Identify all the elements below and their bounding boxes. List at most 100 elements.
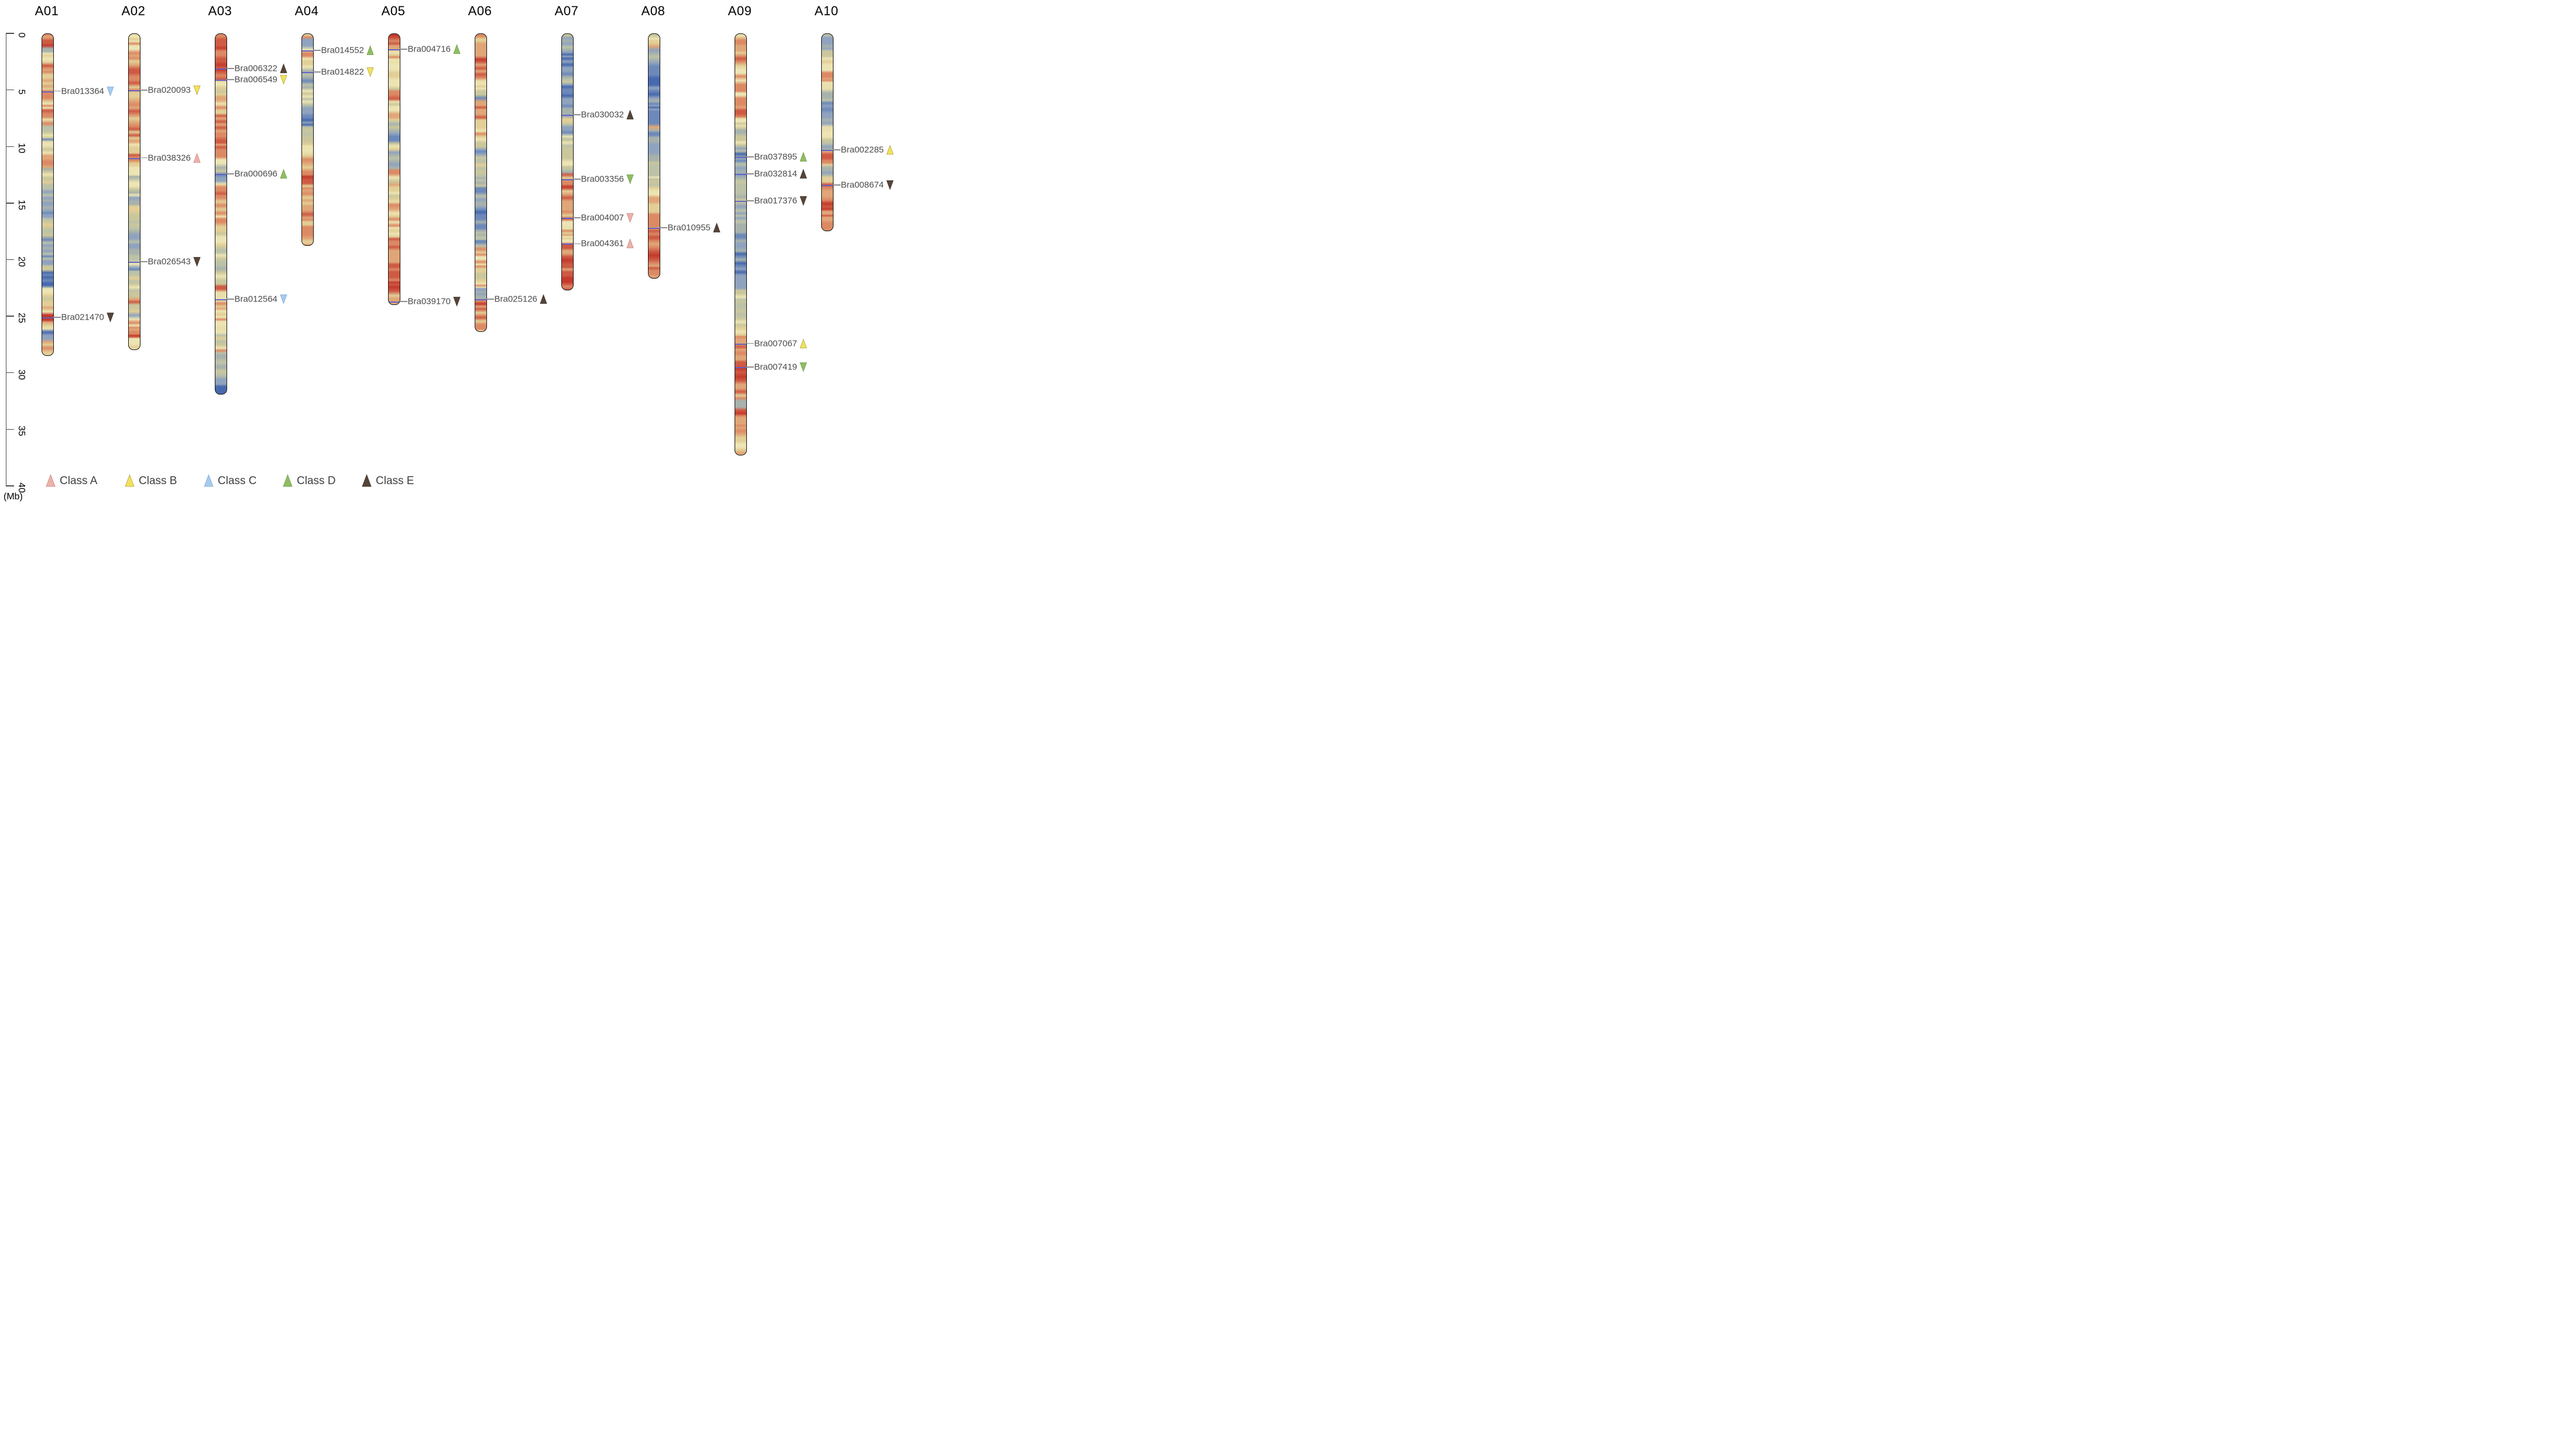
- marker-line-Bra014552: [301, 50, 313, 52]
- chromosome-header-A01: A01: [35, 4, 59, 18]
- gene-name-Bra007067: Bra007067: [754, 338, 797, 348]
- gene-name-Bra004361: Bra004361: [581, 238, 624, 249]
- class-A-up-triangle-icon: [193, 153, 201, 163]
- chromosome-header-A07: A07: [554, 4, 579, 18]
- chromosome-header-A06: A06: [468, 4, 492, 18]
- marker-line-Bra017376: [735, 201, 746, 202]
- gene-name-Bra032814: Bra032814: [754, 169, 797, 179]
- chromosome-header-A05: A05: [381, 4, 406, 18]
- marker-connector-Bra002285: [833, 149, 841, 150]
- gene-name-Bra038326: Bra038326: [148, 153, 191, 163]
- legend-class-C-triangle-icon: [204, 474, 214, 487]
- gene-label-Bra002285: Bra002285: [841, 145, 894, 155]
- legend-item-class-B: Class B: [125, 474, 177, 487]
- gene-label-Bra020093: Bra020093: [148, 85, 201, 95]
- chromosome-bar-A02: [128, 33, 140, 351]
- marker-connector-Bra007419: [746, 366, 754, 368]
- gene-label-Bra008674: Bra008674: [841, 180, 894, 190]
- axis-tick-label-15: 15: [16, 199, 26, 210]
- marker-line-Bra008674: [821, 184, 833, 186]
- marker-connector-Bra010955: [660, 227, 667, 229]
- class-D-down-triangle-icon: [800, 362, 807, 372]
- class-E-up-triangle-icon: [713, 222, 721, 233]
- marker-connector-Bra014822: [313, 71, 321, 73]
- axis-unit-label: (Mb): [4, 492, 23, 502]
- marker-line-Bra013364: [42, 91, 53, 92]
- gene-label-Bra017376: Bra017376: [754, 196, 807, 206]
- class-A-up-triangle-icon: [626, 238, 634, 249]
- marker-line-Bra014822: [301, 71, 313, 73]
- legend-class-D-triangle-icon: [283, 474, 293, 487]
- class-D-up-triangle-icon: [280, 169, 287, 179]
- gene-name-Bra030032: Bra030032: [581, 109, 624, 120]
- class-D-up-triangle-icon: [453, 44, 461, 54]
- chromosome-header-A09: A09: [728, 4, 752, 18]
- legend-class-E-triangle-icon: [362, 474, 372, 487]
- gene-label-Bra012564: Bra012564: [235, 294, 287, 304]
- marker-line-Bra004716: [388, 49, 400, 51]
- class-D-up-triangle-icon: [366, 45, 374, 55]
- gene-name-Bra037895: Bra037895: [754, 152, 797, 162]
- gene-name-Bra020093: Bra020093: [148, 85, 191, 95]
- gene-label-Bra013364: Bra013364: [61, 86, 114, 97]
- gene-name-Bra025126: Bra025126: [494, 294, 537, 304]
- axis-tick-label-10: 10: [16, 143, 26, 154]
- axis-tick-20: [6, 259, 14, 261]
- marker-line-Bra026543: [128, 262, 140, 263]
- marker-connector-Bra004716: [400, 49, 407, 50]
- marker-connector-Bra007067: [746, 342, 754, 344]
- marker-connector-Bra017376: [746, 200, 754, 201]
- marker-connector-Bra021470: [53, 317, 61, 318]
- gene-label-Bra004361: Bra004361: [581, 238, 634, 249]
- legend-item-class-D: Class D: [283, 474, 336, 487]
- chromosome-bar-A01: [41, 33, 54, 356]
- legend-label-class-B: Class B: [139, 474, 177, 487]
- gene-label-Bra006322: Bra006322: [235, 63, 287, 73]
- class-B-up-triangle-icon: [800, 338, 807, 348]
- gene-label-Bra038326: Bra038326: [148, 153, 201, 163]
- gene-name-Bra004716: Bra004716: [407, 44, 451, 54]
- gene-name-Bra017376: Bra017376: [754, 196, 797, 206]
- marker-connector-Bra006322: [227, 68, 234, 69]
- marker-connector-Bra039170: [400, 301, 407, 302]
- marker-line-Bra006322: [215, 68, 227, 70]
- chromosome-header-A10: A10: [814, 4, 839, 18]
- chromosome-bar-A06: [474, 33, 487, 333]
- marker-line-Bra007419: [735, 367, 746, 369]
- chromosome-bar-A07: [561, 33, 574, 290]
- chromosome-header-A08: A08: [641, 4, 666, 18]
- axis-tick-label-5: 5: [16, 89, 26, 95]
- gene-label-Bra032814: Bra032814: [754, 169, 807, 179]
- marker-line-Bra000696: [215, 173, 227, 175]
- marker-connector-Bra004007: [573, 217, 581, 218]
- gene-label-Bra006549: Bra006549: [235, 75, 287, 85]
- class-E-down-triangle-icon: [193, 257, 201, 267]
- class-B-up-triangle-icon: [886, 145, 894, 155]
- marker-line-Bra030032: [561, 115, 573, 116]
- axis-tick-35: [6, 429, 14, 430]
- gene-label-Bra039170: Bra039170: [408, 297, 461, 307]
- axis-tick-30: [6, 372, 14, 373]
- marker-connector-Bra032814: [746, 173, 754, 174]
- class-A-down-triangle-icon: [626, 213, 634, 223]
- axis-tick-label-20: 20: [16, 256, 26, 267]
- marker-line-Bra020093: [128, 90, 140, 91]
- axis-tick-40: [6, 485, 14, 486]
- chromosome-bar-A03: [214, 33, 227, 395]
- chromosome-bar-A05: [387, 33, 400, 305]
- gene-name-Bra002285: Bra002285: [841, 145, 884, 155]
- gene-label-Bra025126: Bra025126: [495, 294, 547, 304]
- class-E-down-triangle-icon: [800, 196, 807, 206]
- class-E-down-triangle-icon: [107, 313, 114, 323]
- marker-connector-Bra008674: [833, 184, 841, 186]
- axis-tick-label-30: 30: [16, 369, 26, 380]
- gene-label-Bra007067: Bra007067: [754, 338, 807, 348]
- marker-line-Bra025126: [475, 299, 486, 301]
- marker-line-Bra032814: [735, 173, 746, 175]
- marker-line-Bra021470: [42, 317, 53, 319]
- gene-label-Bra010955: Bra010955: [668, 222, 721, 233]
- legend-label-class-A: Class A: [60, 474, 98, 487]
- marker-connector-Bra000696: [227, 173, 234, 174]
- marker-connector-Bra030032: [573, 114, 581, 116]
- marker-line-Bra004007: [561, 217, 573, 219]
